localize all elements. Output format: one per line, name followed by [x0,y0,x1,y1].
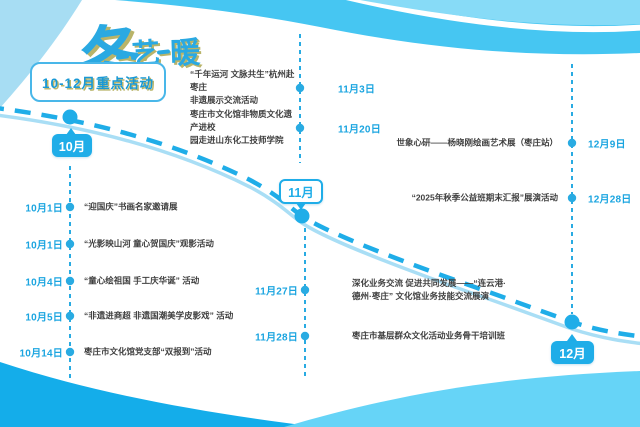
event-date: 11月20日 [338,124,381,136]
event-text: “千年运河 文脉共生”杭州赴枣庄 非遗展示交流活动 [190,69,295,106]
event-date: 11月27日 [255,286,298,298]
event-text: 枣庄市文化馆非物质文化遗产进校 园走进山东化工技师学院 [190,109,293,146]
event-text: 深化业务交流 促进共同发展——“连云港· 德州·枣庄” 文化馆业务技能交流展演 [352,277,506,301]
title-warm-character: 暖 [169,36,201,71]
event-text: “2025年秋季公益班期末汇报”展演活动 [411,192,558,203]
event-dot [300,331,310,341]
event-text: “迎国庆”书画名家邀请展 [84,201,178,212]
corner-band-shape [0,0,82,108]
event-date: 10月1日 [25,203,63,215]
event-text: “非遗进商超 非遗国潮美学皮影戏” 活动 [84,310,234,321]
top-wave-swoosh [345,0,640,33]
event-text: “光影映山河 童心贺国庆”观影活动 [84,238,214,249]
month-tag-december: 12月 [551,341,594,364]
bottom-left-wave-shape [0,362,318,427]
event-date: 11月3日 [338,84,376,96]
month-tag-november: 11月 [279,179,323,204]
event-date: 11月28日 [255,332,298,344]
event-dot [65,347,75,357]
event-date: 10月1日 [25,240,63,252]
month-dot-october [62,109,78,125]
event-dot [300,285,310,295]
event-dot [567,193,577,203]
event-dot [295,123,305,133]
subtitle-box: 10-12月重点活动 [30,62,166,102]
event-dot [65,239,75,249]
event-text: 枣庄市基层群众文化活动业务骨干培训班 [352,330,506,341]
event-dot [65,202,75,212]
event-text: 世象心研——杨晓刚绘画艺术展（枣庄站） [396,137,558,148]
event-dot [567,138,577,148]
tag-pointer-down-icon [296,203,306,210]
month-dot-november [294,208,310,224]
tag-pointer-up-icon [567,334,577,341]
month-tag-october: 10月 [52,134,92,157]
event-dot [295,83,305,93]
event-text: 枣庄市文化馆党支部“双报到”活动 [84,346,212,357]
subtitle-text: 10-12月重点活动 [41,76,155,91]
event-date: 10月4日 [25,277,63,289]
event-date: 10月14日 [19,348,63,360]
month-dot-december [564,314,580,330]
event-date: 12月9日 [588,139,626,151]
event-text: “童心绘祖国 手工庆华诞” 活动 [84,275,200,286]
top-wave-light-shape [360,0,640,26]
tag-pointer-up-icon [66,128,76,135]
event-dot [65,276,75,286]
event-date: 12月28日 [588,194,632,206]
bottom-right-wave-shape [284,371,640,427]
event-date: 10月5日 [25,312,63,324]
event-dot [65,311,75,321]
